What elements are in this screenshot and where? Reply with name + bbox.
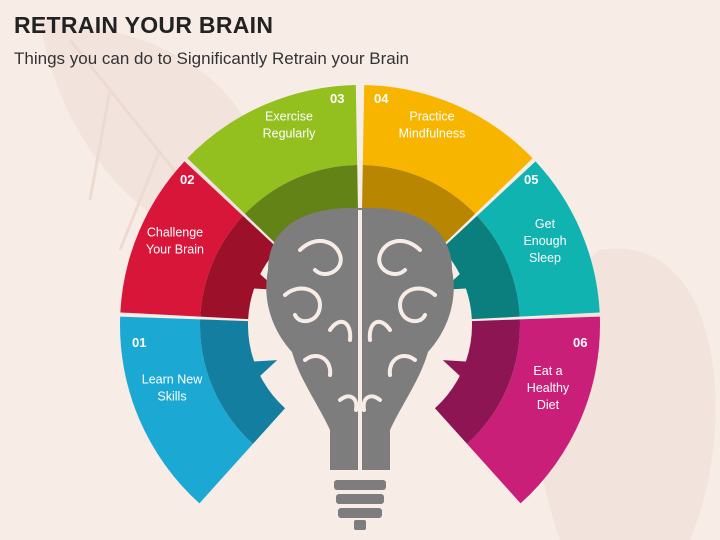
segment-shade xyxy=(434,319,520,444)
segment-label-line: Healthy xyxy=(527,381,570,395)
page-subtitle: Things you can do to Significantly Retra… xyxy=(14,49,409,68)
segment-number: 03 xyxy=(330,91,344,106)
segment-label-line: Enough xyxy=(523,234,566,248)
segment-band xyxy=(362,85,533,214)
brain-fold xyxy=(283,286,323,324)
brain-fold xyxy=(328,319,353,342)
segment-label-line: Learn New xyxy=(142,373,203,387)
brain-fold xyxy=(338,394,359,412)
segment-band xyxy=(187,85,358,214)
brain-bulb-icon xyxy=(266,207,454,530)
segment-number: 04 xyxy=(374,91,389,106)
segment-label-line: Practice xyxy=(409,110,454,124)
brain-fold xyxy=(387,354,417,377)
brain-fold xyxy=(397,286,437,324)
page-title: RETRAIN YOUR BRAIN xyxy=(14,12,274,38)
segment-band xyxy=(467,316,600,504)
segment-number: 01 xyxy=(132,335,146,350)
bulb-base-ring xyxy=(338,508,382,518)
brain-fold xyxy=(361,394,382,412)
segment-label-line: Diet xyxy=(537,398,560,412)
brain-fold xyxy=(377,239,422,276)
segment-band xyxy=(120,161,243,317)
segment-shade xyxy=(200,319,286,444)
segment-band xyxy=(477,161,600,317)
segment-number: 06 xyxy=(573,335,587,350)
segment-label-line: Eat a xyxy=(533,364,562,378)
segment-shade xyxy=(361,165,476,248)
brain-fold xyxy=(367,319,392,342)
segment-label-line: Skills xyxy=(157,390,186,404)
bulb-base-ring xyxy=(334,480,386,490)
segment-label-line: Regularly xyxy=(263,127,317,141)
bulb-base-ring xyxy=(336,494,384,504)
segment-label-line: Exercise xyxy=(265,110,313,124)
segment-shade xyxy=(200,215,279,320)
brain-fold xyxy=(298,239,343,276)
bulb-tip xyxy=(354,520,366,530)
segment-label-line: Your Brain xyxy=(146,243,204,257)
segment-label-line: Challenge xyxy=(147,226,203,240)
segment-shade xyxy=(244,165,359,248)
brain-fold xyxy=(303,354,333,377)
segment-label-line: Mindfulness xyxy=(399,127,466,141)
segment-band xyxy=(119,316,253,504)
segment-number: 02 xyxy=(180,172,194,187)
segment-shade xyxy=(441,215,520,320)
segment-label-line: Sleep xyxy=(529,251,561,265)
segment-label-line: Get xyxy=(535,217,556,231)
segment-number: 05 xyxy=(524,172,538,187)
